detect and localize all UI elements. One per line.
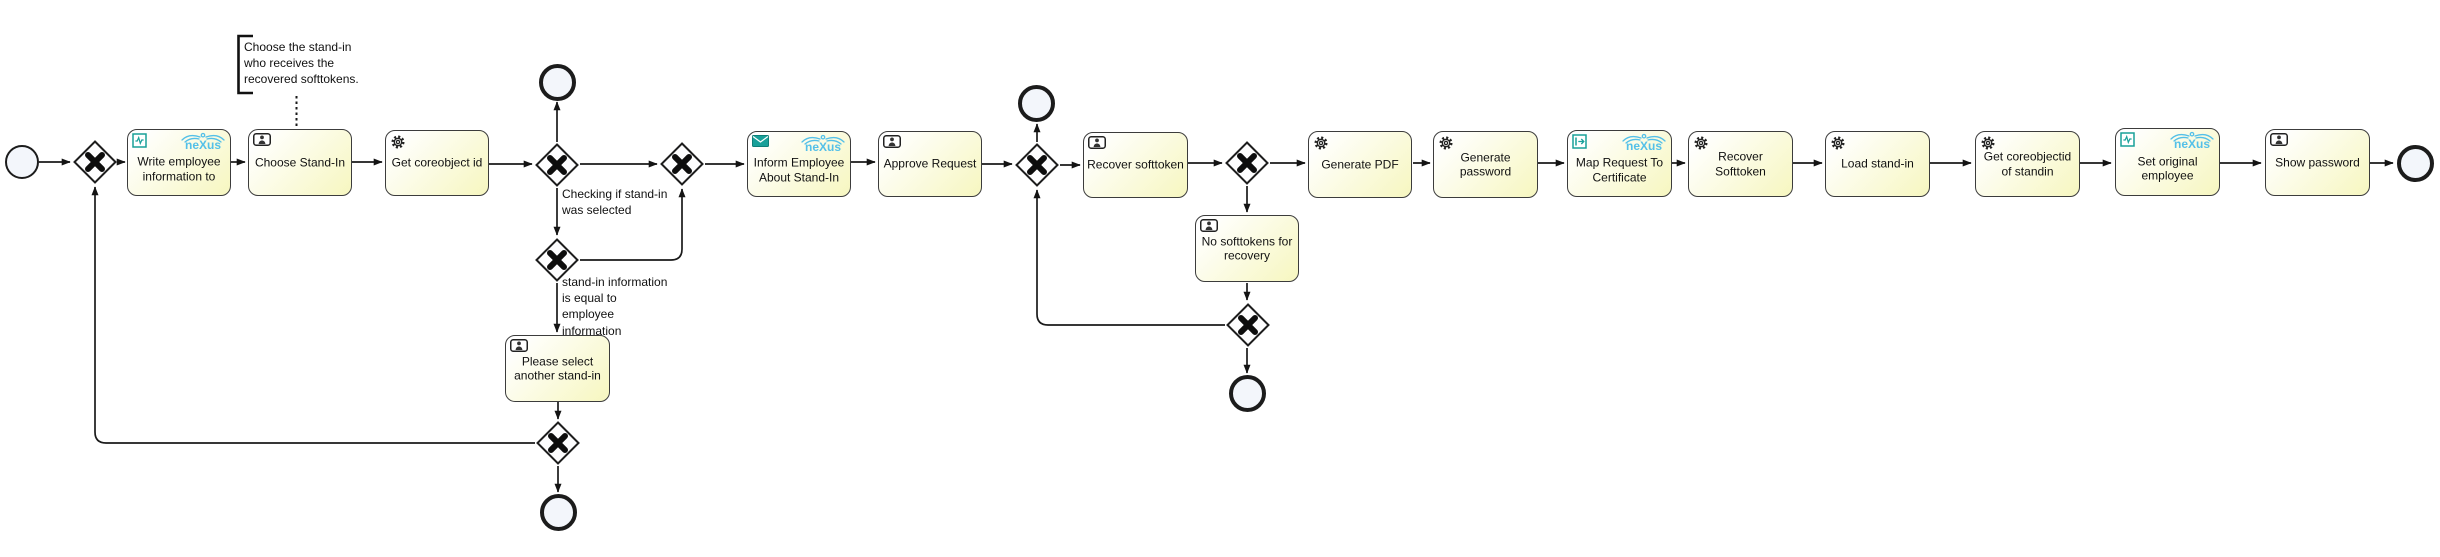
svg-text:neXus: neXus bbox=[2174, 137, 2210, 150]
task-label: Generate PDF bbox=[1321, 157, 1399, 172]
task-recover-softtoken[interactable]: Recover softtoken bbox=[1083, 132, 1188, 198]
gateway-merge-stand-in[interactable] bbox=[660, 142, 704, 186]
gateway-before-recover[interactable] bbox=[1015, 143, 1059, 187]
task-label: Please select another stand-in bbox=[514, 353, 601, 383]
task-label: Inform Employee About Stand-In bbox=[753, 155, 845, 185]
svg-text:neXus: neXus bbox=[1626, 139, 1662, 152]
sequence-flow bbox=[91, 186, 535, 444]
gateway-x-icon bbox=[547, 250, 567, 270]
task-label: Approve Request bbox=[883, 156, 977, 171]
gateway-x-icon bbox=[548, 433, 568, 453]
task-label: No softtokens for recovery bbox=[1201, 233, 1293, 263]
nexus-logo: neXus bbox=[2168, 131, 2216, 151]
user-task-icon bbox=[1088, 136, 1106, 149]
end-event-no-softtokens[interactable] bbox=[1229, 375, 1266, 412]
task-label: Generate password bbox=[1459, 149, 1512, 179]
gear-icon bbox=[1693, 135, 1709, 151]
user-task-icon bbox=[253, 133, 271, 146]
gateway-x-icon bbox=[547, 155, 567, 175]
flow-label-checking-stand-in: Checking if stand-in was selected bbox=[562, 187, 668, 218]
task-label: Get coreobjectid of standin bbox=[1983, 149, 2072, 178]
gateway-x-icon bbox=[85, 152, 105, 172]
nexus-logo: neXus bbox=[179, 132, 227, 152]
gateway-x-icon bbox=[1237, 153, 1257, 173]
task-please-select-another-stand-in[interactable]: Please select another stand-in bbox=[505, 335, 610, 402]
task-inform-employee-about-stand-in[interactable]: neXus Inform Employee About Stand-In bbox=[747, 131, 851, 197]
task-write-employee-information[interactable]: neXus Write employee information to bbox=[127, 129, 231, 196]
gateway-merge-start[interactable] bbox=[73, 140, 117, 184]
svg-text:neXus: neXus bbox=[185, 138, 221, 151]
end-event-final[interactable] bbox=[2397, 145, 2434, 182]
task-get-coreobject-id[interactable]: Get coreobject id bbox=[385, 130, 489, 196]
task-no-softtokens-for-recovery[interactable]: No softtokens for recovery bbox=[1195, 215, 1299, 282]
task-label: Write employee information to bbox=[137, 154, 221, 183]
nexus-logo: neXus bbox=[799, 134, 847, 154]
nexus-logo: neXus bbox=[1620, 133, 1668, 153]
task-label: Recover softtoken bbox=[1087, 157, 1184, 172]
task-label: Show password bbox=[2275, 155, 2360, 170]
gateway-check-stand-in[interactable] bbox=[535, 143, 579, 187]
gear-icon bbox=[1438, 135, 1454, 151]
gateway-stand-in-equal[interactable] bbox=[535, 238, 579, 282]
gateway-x-icon bbox=[1238, 315, 1258, 335]
task-map-request-to-certificate[interactable]: neXus Map Request To Certificate bbox=[1567, 130, 1672, 197]
task-label: Load stand-in bbox=[1841, 156, 1914, 171]
gateway-x-icon bbox=[1027, 155, 1047, 175]
task-show-password[interactable]: Show password bbox=[2265, 129, 2370, 196]
task-load-stand-in[interactable]: Load stand-in bbox=[1825, 131, 1930, 197]
user-task-icon bbox=[883, 135, 901, 148]
gear-icon bbox=[1980, 135, 1996, 151]
end-event-approve-branch[interactable] bbox=[1018, 85, 1055, 122]
script-task-icon bbox=[2120, 132, 2135, 147]
task-generate-password[interactable]: Generate password bbox=[1433, 131, 1538, 198]
task-set-original-employee[interactable]: neXus Set original employee bbox=[2115, 128, 2220, 196]
io-mapping-icon bbox=[1572, 134, 1587, 149]
gear-icon bbox=[390, 134, 406, 150]
task-label: Recover Softtoken bbox=[1715, 149, 1766, 178]
end-event-stand-in-selected[interactable] bbox=[539, 64, 576, 101]
user-task-icon bbox=[2270, 133, 2288, 146]
task-recover-softtoken-service[interactable]: Recover Softtoken bbox=[1688, 131, 1793, 197]
start-event[interactable] bbox=[5, 145, 39, 179]
text-annotation: Choose the stand-in who receives the rec… bbox=[244, 40, 359, 86]
task-label: Get coreobject id bbox=[391, 155, 483, 170]
user-task-icon bbox=[510, 339, 528, 352]
gateway-x-icon bbox=[672, 154, 692, 174]
svg-text:neXus: neXus bbox=[805, 140, 841, 153]
gateway-retry-stand-in[interactable] bbox=[536, 421, 580, 465]
task-approve-request[interactable]: Approve Request bbox=[878, 131, 982, 197]
task-get-coreobjectid-of-standin[interactable]: Get coreobjectid of standin bbox=[1975, 131, 2080, 197]
end-event-retry-branch[interactable] bbox=[540, 494, 577, 531]
gear-icon bbox=[1830, 135, 1846, 151]
task-label: Map Request To Certificate bbox=[1575, 155, 1664, 184]
flow-label-stand-in-equal: stand-in information is equal to employe… bbox=[562, 275, 668, 338]
task-label: Choose Stand-In bbox=[254, 155, 346, 170]
task-label: Set original employee bbox=[2137, 153, 2198, 183]
gateway-no-softtokens[interactable] bbox=[1226, 303, 1270, 347]
script-task-icon bbox=[132, 133, 147, 148]
user-task-icon bbox=[1200, 219, 1218, 232]
gear-icon bbox=[1313, 135, 1329, 151]
gateway-after-recover[interactable] bbox=[1225, 141, 1269, 185]
send-envelope-icon bbox=[752, 135, 769, 147]
task-generate-pdf[interactable]: Generate PDF bbox=[1308, 131, 1412, 198]
task-choose-stand-in[interactable]: Choose Stand-In bbox=[248, 129, 352, 196]
